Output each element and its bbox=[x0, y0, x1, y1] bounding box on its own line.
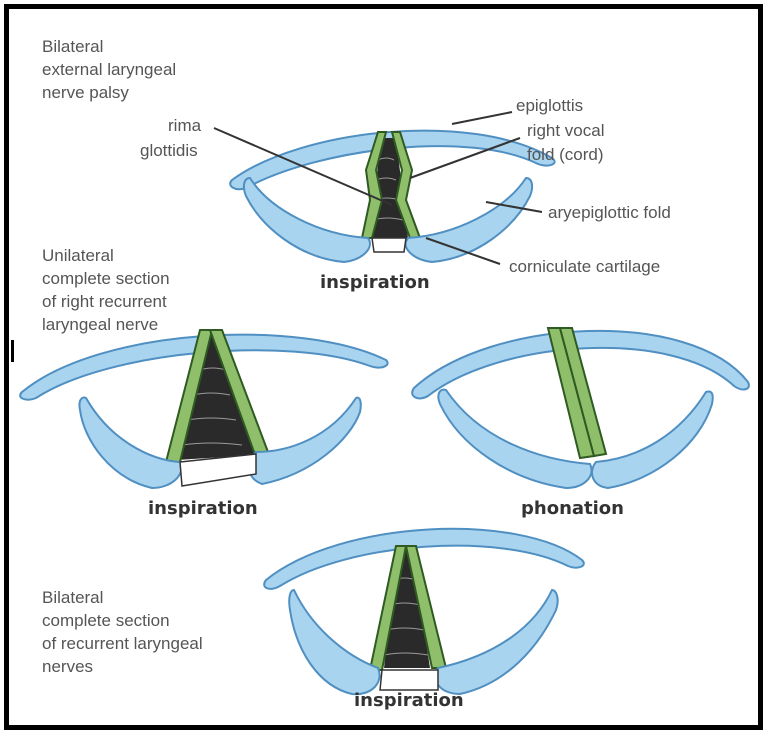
aryepiglottic-right-mid bbox=[249, 398, 361, 484]
larynx-mid-right bbox=[412, 328, 749, 488]
larynx-bottom bbox=[264, 529, 584, 694]
edge-mark bbox=[11, 340, 14, 362]
state-label-top: inspiration bbox=[320, 272, 430, 293]
state-label-mid-left: inspiration bbox=[148, 498, 258, 519]
aryepiglottic-left-bottom bbox=[289, 590, 379, 694]
label-epiglottis: epiglottis bbox=[516, 96, 583, 115]
aryepiglottic-left-top bbox=[244, 178, 370, 262]
label-rima-glottidis: rima glottidis bbox=[140, 116, 206, 160]
larynx-top bbox=[214, 112, 555, 264]
label-right-vocal-fold: right vocal fold (cord) bbox=[527, 121, 609, 164]
aryepiglottic-right-mid-right bbox=[592, 392, 713, 489]
aryepiglottic-left-mid bbox=[79, 398, 181, 489]
label-corniculate-cartilage: corniculate cartilage bbox=[509, 257, 660, 276]
glottic-gap-bottom bbox=[380, 670, 438, 690]
caption-bilateral-recurrent: Bilateral complete section of recurrent … bbox=[42, 588, 207, 676]
label-aryepiglottic-fold: aryepiglottic fold bbox=[548, 203, 671, 222]
glottic-gap-top bbox=[372, 238, 406, 252]
caption-unilateral: Unilateral complete section of right rec… bbox=[42, 246, 174, 334]
caption-bilateral-external: Bilateral external laryngeal nerve palsy bbox=[42, 37, 181, 102]
aryepiglottic-right-bottom bbox=[435, 590, 557, 694]
state-label-bottom: inspiration bbox=[354, 690, 464, 711]
state-label-mid-right: phonation bbox=[521, 498, 624, 519]
larynx-mid-left bbox=[20, 330, 387, 488]
aryepiglottic-right-top bbox=[406, 178, 532, 262]
